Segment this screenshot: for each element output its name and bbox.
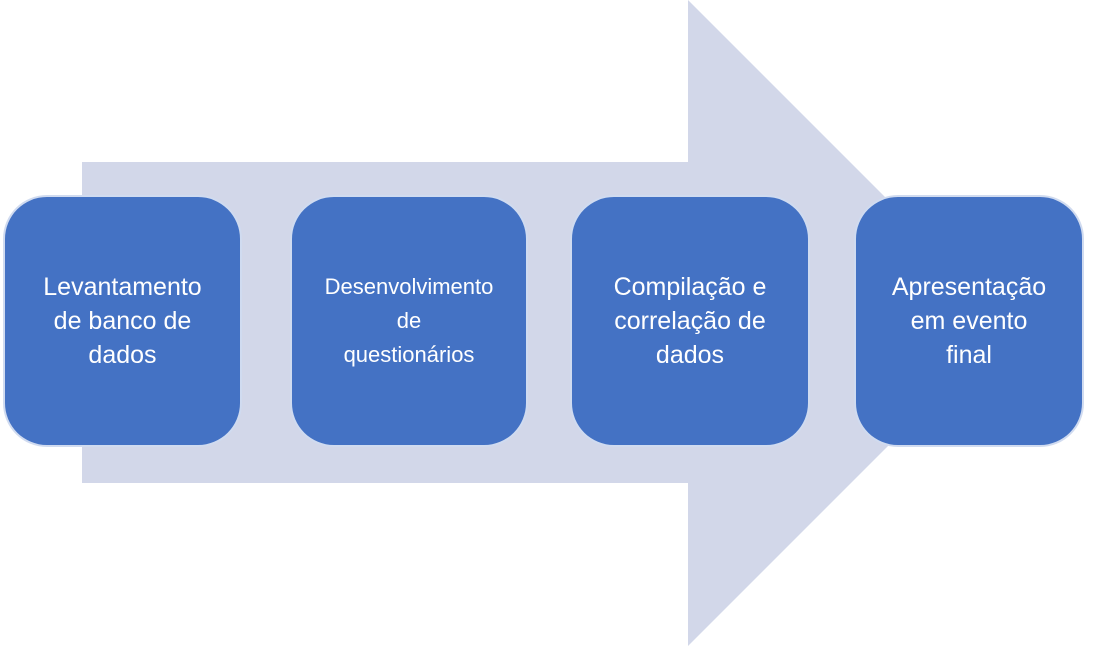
step-box-levantamento: Levantamento de banco de dados (3, 195, 242, 447)
step-box-desenvolvimento: Desenvolvimento de questionários (290, 195, 528, 447)
right-arrow-shape (82, 0, 1011, 646)
step-label: Levantamento de banco de dados (43, 273, 202, 369)
step-label: Apresentação em evento final (891, 273, 1047, 369)
step-box-compilacao: Compilação e correlação de dados (570, 195, 810, 447)
step-box-apresentacao: Apresentação em evento final (854, 195, 1084, 447)
step-label: Compilação e correlação de dados (613, 273, 767, 369)
step-label: Desenvolvimento de questionários (324, 274, 494, 367)
